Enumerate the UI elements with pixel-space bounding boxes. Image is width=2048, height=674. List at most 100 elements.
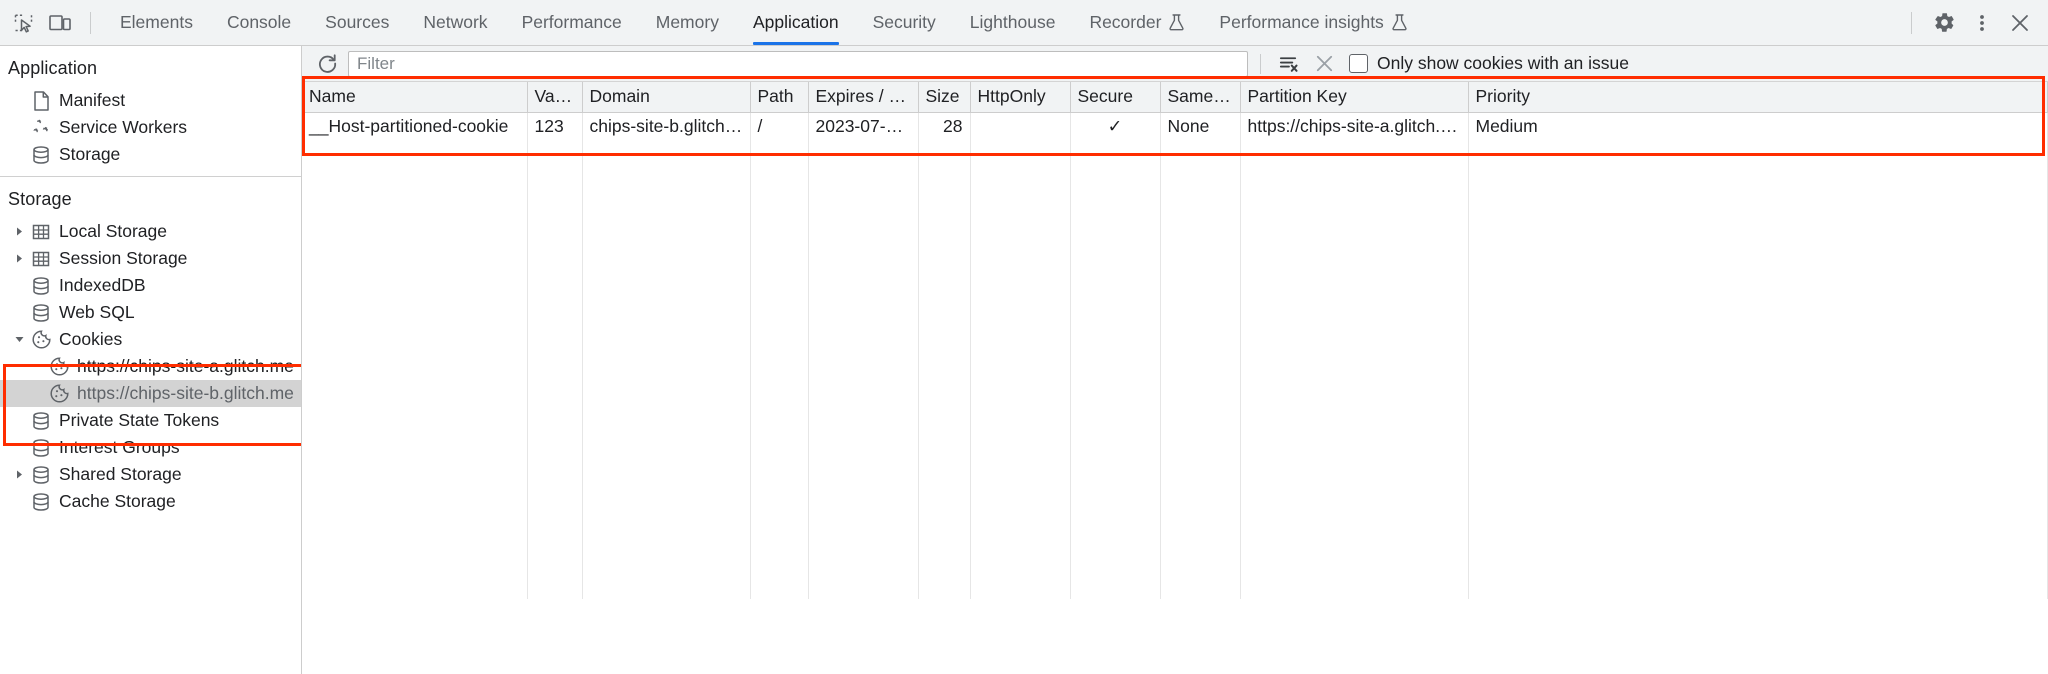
checkbox-label: Only show cookies with an issue [1377,53,1629,73]
cell-domain: chips-site-b.glitch.me [582,112,751,140]
tab-lighthouse[interactable]: Lighthouse [953,0,1073,45]
sidebar-item-shared-storage[interactable]: Shared Storage [0,461,301,488]
cell-path: / [750,112,809,140]
cell-samesite: None [1160,112,1241,140]
chevron-right-icon[interactable] [10,253,28,264]
clear-all-cookies-icon[interactable] [1309,50,1339,78]
device-toolbar-icon[interactable] [42,6,78,40]
sidebar-item-cookies-site-a[interactable]: https://chips-site-a.glitch.me [0,353,301,380]
cookies-panel: Only show cookies with an issue Name Val… [302,46,2048,674]
column-header-expires[interactable]: Expires / M… [808,82,919,113]
column-header-name[interactable]: Name [302,82,528,113]
devtools-panel-tabs: Elements Console Sources Network Perform… [103,0,1891,45]
close-icon[interactable] [2002,6,2038,40]
gears-icon [28,117,54,139]
gear-icon[interactable] [1926,6,1962,40]
tab-console[interactable]: Console [210,0,308,45]
column-header-value[interactable]: Value [527,82,583,113]
table-filler-row [302,518,2048,545]
database-icon [28,491,54,513]
column-header-partition-key[interactable]: Partition Key [1240,82,1469,113]
sidebar-item-cache-storage[interactable]: Cache Storage [0,488,301,515]
column-header-path[interactable]: Path [750,82,809,113]
table-filler-row [302,194,2048,221]
inspect-cursor-icon[interactable] [6,6,42,40]
sidebar-divider [0,176,301,177]
table-filler-row [302,410,2048,437]
column-header-size[interactable]: Size [918,82,971,113]
cell-partition-key: https://chips-site-a.glitch.me [1240,112,1469,140]
sidebar-item-cookies-site-b[interactable]: https://chips-site-b.glitch.me [0,380,301,407]
tab-elements[interactable]: Elements [103,0,210,45]
only-show-cookies-with-issue-checkbox[interactable]: Only show cookies with an issue [1345,53,1633,74]
tab-recorder[interactable]: Recorder [1072,0,1202,45]
search-input[interactable] [348,50,1248,77]
tab-sources[interactable]: Sources [308,0,406,45]
column-header-priority[interactable]: Priority [1468,82,2048,113]
devtools-main-toolbar: Elements Console Sources Network Perform… [0,0,2048,46]
table-filler-row [302,437,2048,464]
sidebar-item-label: Storage [59,144,121,164]
sidebar-item-service-workers[interactable]: Service Workers [0,114,301,141]
cookies-table-region: Name Value Domain Path Expires / M… Size… [302,82,2048,674]
experiment-flask-icon [1168,13,1185,32]
tab-label: Recorder [1089,12,1162,32]
refresh-icon[interactable] [312,50,342,78]
tab-performance-insights[interactable]: Performance insights [1202,0,1424,45]
sidebar-item-cookies[interactable]: Cookies [0,326,301,353]
cell-value: 123 [527,112,583,140]
kebab-menu-icon[interactable] [1964,6,2000,40]
cell-secure: ✓ [1070,112,1161,140]
checkbox-box[interactable] [1349,54,1368,73]
tab-label: Elements [120,12,193,32]
table-filler-row [302,572,2048,599]
table-filler-row [302,140,2048,167]
tab-label: Performance insights [1219,12,1384,32]
table-filler-row [302,167,2048,194]
sidebar-item-label: Shared Storage [59,464,182,484]
table-filler-row [302,356,2048,383]
tab-label: Performance [521,12,622,32]
sidebar-item-session-storage[interactable]: Session Storage [0,245,301,272]
table-filler-row [302,491,2048,518]
column-header-domain[interactable]: Domain [582,82,751,113]
tab-application[interactable]: Application [736,0,856,45]
chevron-right-icon[interactable] [10,226,28,237]
sidebar-item-private-state-tokens[interactable]: Private State Tokens [0,407,301,434]
sidebar-item-local-storage[interactable]: Local Storage [0,218,301,245]
sidebar-item-manifest[interactable]: Manifest [0,87,301,114]
sidebar-item-interest-groups[interactable]: Interest Groups [0,434,301,461]
chevron-down-icon[interactable] [10,334,28,345]
sidebar-item-label: https://chips-site-b.glitch.me [77,383,294,403]
sidebar-item-label: Service Workers [59,117,188,137]
table-row[interactable]: __Host-partitioned-cookie 123 chips-site… [302,112,2048,140]
sidebar-item-web-sql[interactable]: Web SQL [0,299,301,326]
table-grid-icon [28,249,54,269]
sidebar-item-indexeddb[interactable]: IndexedDB [0,272,301,299]
tab-label: Memory [655,12,719,32]
cookie-icon [46,383,72,404]
tab-label: Console [226,12,292,32]
document-icon [28,90,54,112]
cell-httponly [970,112,1071,140]
database-icon [28,144,54,166]
database-icon [28,275,54,297]
sidebar-item-label: Cache Storage [59,491,176,511]
column-header-secure[interactable]: Secure [1070,82,1161,113]
tab-memory[interactable]: Memory [639,0,736,45]
tab-performance[interactable]: Performance [505,0,639,45]
column-header-samesite[interactable]: SameSite [1160,82,1241,113]
table-filler-row [302,275,2048,302]
cookie-icon [46,356,72,377]
sidebar-item-label: https://chips-site-a.glitch.me [77,356,294,376]
tab-network[interactable]: Network [406,0,504,45]
tab-security[interactable]: Security [856,0,953,45]
column-header-httponly[interactable]: HttpOnly [970,82,1071,113]
table-grid-icon [28,222,54,242]
clear-filtered-cookies-icon[interactable] [1273,50,1303,78]
filter-bar-divider [1260,53,1261,74]
chevron-right-icon[interactable] [10,469,28,480]
table-body: __Host-partitioned-cookie 123 chips-site… [302,112,2048,599]
sidebar-item-storage[interactable]: Storage [0,141,301,168]
